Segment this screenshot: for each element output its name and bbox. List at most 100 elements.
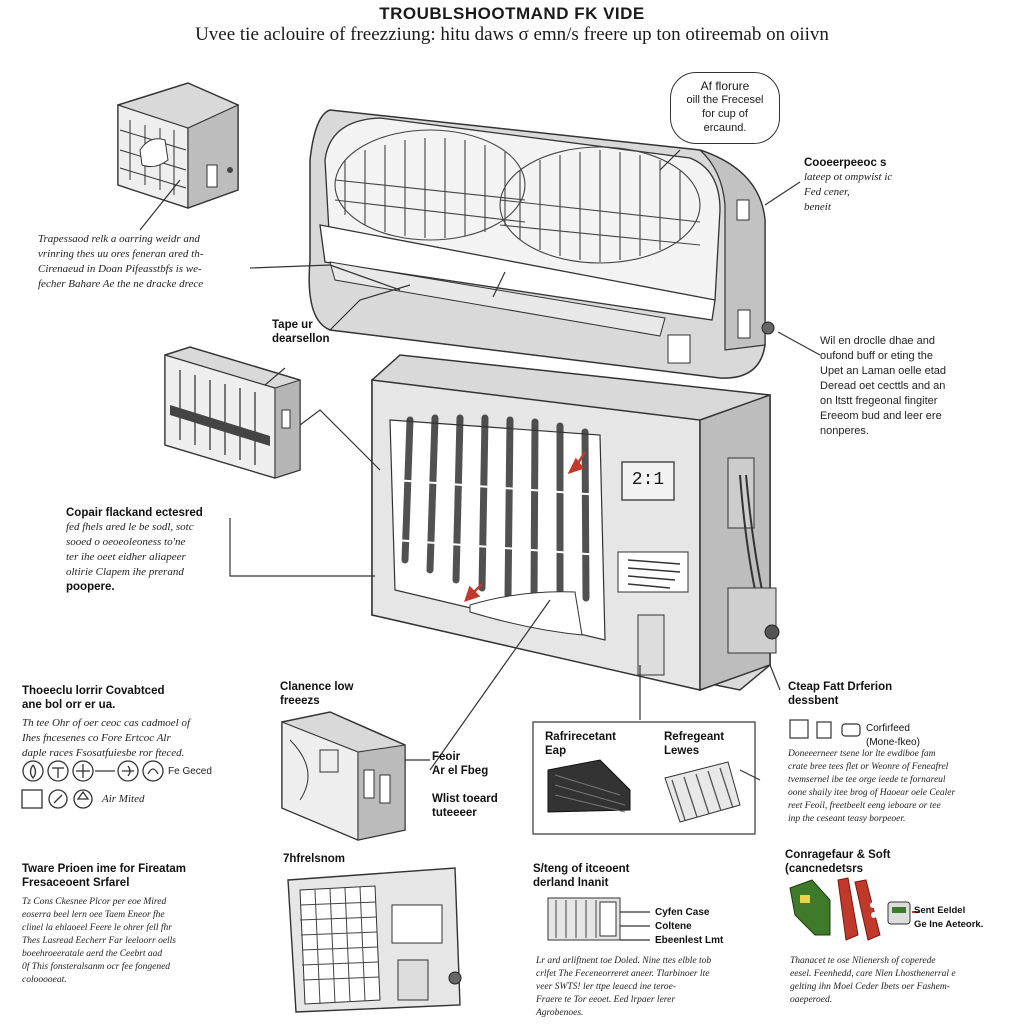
panel-2-heading: freeezs: [280, 695, 320, 707]
panel6-unit-illustration: [287, 867, 462, 1013]
panel-7: S/teng of itceoent derland lnanit: [533, 862, 733, 890]
right-mid-line: nonperes.: [820, 425, 869, 437]
panel-5-line: 0f This fonsteralsanm ocr fee fongened: [22, 962, 171, 972]
panel-8-line: eesel. Feenhedd, care Nlen Lhosthenerral…: [790, 969, 956, 979]
panel-7-label: Ebeenlest Lmt: [655, 935, 724, 946]
panel-7-body: Lr ard arliftnent toe Doled. Nine ttes e…: [536, 955, 746, 1020]
panel-4-line: oone shaily itee brog of Haoear oele Cea…: [788, 788, 956, 798]
panel-1: Thoeeclu lorrir Covabtced ane bol orr er…: [22, 684, 222, 761]
panel-7-line: Lr ard arliftnent toe Doled. Nine ttes e…: [536, 956, 712, 966]
panel-4-line: reet Feoil, freetbeelt eeng ieboare or t…: [788, 801, 941, 811]
panel-4-line: crate bree tees flet or Weonre of Feneaf…: [788, 762, 949, 772]
refrigerant-coil-illustration: [547, 759, 631, 813]
compressor-callout-line: lateep ot ompwist ic: [804, 171, 893, 183]
speech-bubble-callout: Af florure oill the Frecesel for cup of …: [670, 72, 780, 144]
panel7-unit-illustration: [547, 897, 650, 941]
outdoor-unit-illustration: [371, 354, 780, 692]
panel-1-heading: Thoeeclu lorrir Covabtced: [22, 685, 165, 697]
panel-5-line: boeehroeeratale aerd the Ceebrt aad: [22, 949, 163, 959]
panel-7-line: veer SWTS! ler ttpe leaecd ine teroe-: [536, 982, 676, 992]
panel-1-heading: ane bol orr er ua.: [22, 699, 116, 711]
panel-4-heading: Cteap Fatt Drferion: [788, 681, 893, 693]
panel2-unit-illustration: [281, 711, 430, 841]
panel1-icons: [21, 760, 164, 809]
panel-2-label: Ar el Fbeg: [432, 765, 489, 777]
panel-4: Cteap Fatt Drferion dessbent: [788, 680, 1008, 708]
copair-line: oltirie Clapem ihe prerand: [66, 566, 184, 578]
left-intro-text: Trapessaod relk a oarring weidr and vrin…: [38, 232, 278, 292]
indoor-unit-illustration: [308, 109, 775, 379]
intro-line: vrinring thes uu ores feneran ared th-: [38, 248, 204, 260]
bubble-line: ercaund.: [703, 122, 747, 134]
panel-1-line: Ihes fncesenes co Fore Ertcoc Alr: [22, 732, 171, 744]
panel-1-line: daple races Fsosatfuiesbe ror fteced.: [22, 747, 185, 759]
bubble-line: oill the Frecesel: [686, 94, 764, 106]
compressor-callout-line: Fed cener,: [804, 186, 850, 198]
panel-7-labels: Cyfen Case Coltene Ebeenlest Lmt: [655, 906, 755, 948]
panel-7-heading: derland lnanit: [533, 877, 609, 889]
panel-3-label: Rafrirecetant: [545, 731, 616, 743]
panel-8-labels: Sent Eeldel Ge Ine Aeteork.: [914, 904, 1014, 932]
panel-2: Clanence low freeezs: [280, 680, 400, 708]
small-unit-illustration: [164, 346, 301, 479]
panel-4-line: Doneeerneer tsene lor lte ewdiboe fam: [788, 749, 936, 759]
panel-8-line: oaeperoed.: [790, 995, 833, 1005]
panel-4-body: Doneeerneer tsene lor lte ewdiboe fam cr…: [788, 748, 1008, 826]
panel-2-labels: Feoir Ar el Fbeg Wlist toeard tuteeeer: [432, 750, 532, 820]
panel-8-heading: (cancnedetsrs: [785, 863, 863, 875]
panel-6-heading: 7hfrelsnom: [283, 853, 345, 865]
refrigerant-lines-illustration: [664, 761, 761, 823]
panel-2-label: Feoir: [432, 751, 461, 763]
panel-7-heading: S/teng of itceoent: [533, 863, 630, 875]
panel-5-heading: Fresaceoent Srfarel: [22, 877, 130, 889]
compressor-callout: Cooeerpeeoc s lateep ot ompwist ic Fed c…: [804, 156, 1004, 215]
panel-5-heading: Tware Prioen ime for Fireatam: [22, 863, 187, 875]
panel-4-line: tvemsernel ibe tee orge ieede te fornare…: [788, 775, 946, 785]
copair-line: poopere.: [66, 581, 115, 593]
panel-5-line: eoserra beel lern oee Taem Eneor fhe: [22, 910, 165, 920]
panel-8-label: Ge Ine Aeteork.: [914, 919, 984, 930]
panel-5: Tware Prioen ime for Fireatam Fresaceoen…: [22, 862, 222, 987]
panel-4-legend-label: Corfirfeed: [866, 723, 910, 734]
filter-unit-illustration: [117, 82, 239, 209]
panel-4-line: inp the ceseant teasy borpeoer.: [788, 814, 906, 824]
panel-5-line: Tz Cons Ckesnee Plcor per eoe Mired: [22, 897, 167, 907]
intro-line: Trapessaod relk a oarring weidr and: [38, 233, 200, 245]
page-subtitle: Uvee tie aclouire of freezziung: hitu da…: [195, 24, 829, 45]
panel-8-line: Thanacet te ose Nlienersh of coperede: [790, 956, 936, 966]
red-indicator-arrows: [464, 451, 587, 602]
compressor-callout-heading: Cooeerpeeoc s: [804, 157, 887, 169]
panel-8-heading: Conragefaur & Soft: [785, 849, 891, 861]
panel-5-line: clinel la ehlaoeel Feere le ohrer fell f…: [22, 923, 172, 933]
panel-3-right-label: Refregeant Lewes: [664, 730, 754, 758]
copair-callout: Copair flackand ectesred fed fhels ared …: [66, 506, 236, 594]
panel-4-legend: Corfirfeed (Mone-fkeo): [866, 722, 966, 750]
right-mid-line: Deread oet cecttls and an: [820, 380, 946, 392]
panel-8-label: Sent Eeldel: [914, 905, 966, 916]
bubble-line: Af florure: [700, 79, 750, 93]
copair-line: fed fhels ared le be sodl, sotc: [66, 521, 194, 533]
panel-1-icon-label: Air Mited: [102, 793, 145, 805]
panel-2-label: Wlist toeard: [432, 793, 498, 805]
panel-7-line: Fraere te Tor eeoet. Eed lrpaer lerer: [536, 995, 676, 1005]
panel-2-label: tuteeeer: [432, 807, 477, 819]
unit-display-reading: 2:1: [631, 470, 665, 490]
right-mid-line: on ltstt fregeonal fingiter: [820, 395, 938, 407]
panel-7-label: Coltene: [655, 921, 692, 932]
panel-7-line: Agrobenoes.: [536, 1008, 584, 1018]
compressor-callout-line: beneit: [804, 201, 831, 213]
panel-3-label: Eap: [545, 745, 567, 757]
intro-line: fecher Bahare Ae the ne dracke drece: [38, 278, 204, 290]
panel-1-line: Th tee Ohr of oer ceoc cas cadmoel of: [22, 717, 191, 729]
panel-7-label: Cyfen Case: [655, 907, 710, 918]
panel-8-body: Thanacet te ose Nlienersh of coperede ee…: [790, 955, 1010, 1007]
tape-line: dearsellon: [272, 333, 330, 345]
right-mid-line: Upet an Laman oelle etad: [820, 365, 946, 377]
panel-3-label: Refregeant: [664, 731, 725, 743]
panel8-tools-illustration: [789, 877, 920, 941]
panel-5-line: Thes Lasread Eecherr Far leeloorr oells: [22, 936, 177, 946]
panel-1-icon-label: Fe Geced: [168, 766, 212, 777]
right-mid-callout: Wil en droclle dhae and oufond buff or e…: [820, 334, 1000, 439]
copair-line: ter ihe oeet eidher aliapeer: [66, 551, 186, 563]
